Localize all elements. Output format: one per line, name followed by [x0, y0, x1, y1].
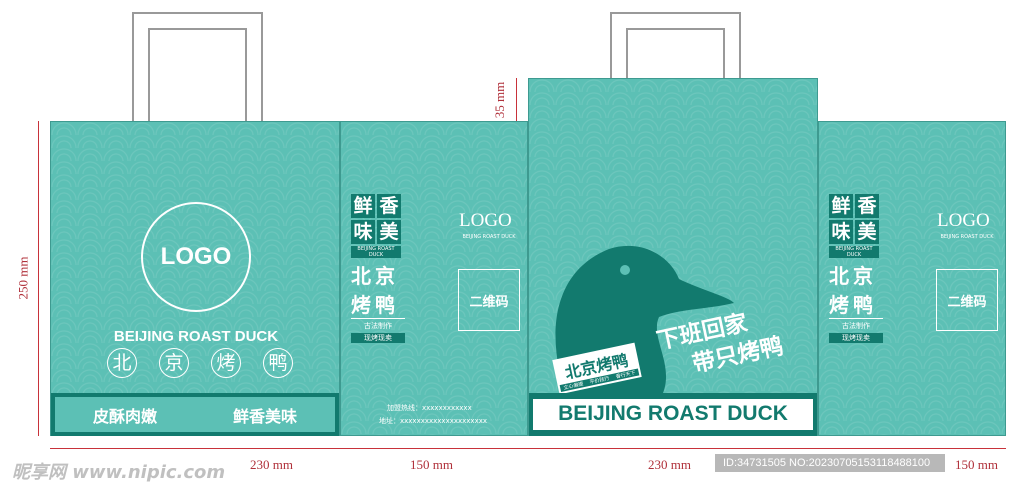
width-label-3: 230 mm	[648, 457, 691, 472]
brand-cn: 北 京 烤 鸭	[107, 348, 293, 378]
width-label-2: 150 mm	[410, 457, 453, 472]
address: 地址：xxxxxxxxxxxxxxxxxxxxx	[379, 417, 487, 425]
width-label-4: 150 mm	[955, 457, 998, 472]
brand-cn-char: 鸭	[263, 348, 293, 378]
banner-left: 皮酥肉嫩	[92, 406, 157, 426]
hotline: 加盟热线：xxxxxxxxxxxx	[387, 404, 472, 412]
brand-cn-char: 北	[107, 348, 137, 378]
logo-circle: LOGO	[141, 202, 251, 312]
side-logo: LOGO	[937, 210, 990, 231]
brand-en: BEIJING ROAST DUCK	[113, 328, 279, 345]
logo-text: LOGO	[160, 243, 232, 270]
side-title-2: 烤鸭	[829, 289, 883, 319]
badge: 鲜香味美	[351, 194, 405, 244]
width-label-1: 230 mm	[250, 457, 293, 472]
side-title-2: 烤鸭	[351, 289, 405, 319]
watermark-id: ID:34731505 NO:20230705153118488100	[715, 454, 945, 472]
badge: 鲜香味美	[829, 194, 883, 244]
side-title-1: 北京	[351, 264, 399, 288]
width-dim-line	[50, 448, 1006, 449]
height-label: 250 mm	[15, 256, 31, 300]
side-logo: LOGO	[459, 210, 512, 231]
side-logo-en: BEIJING ROAST DUCK	[462, 234, 516, 240]
side-panel-right: 鲜香味美 BEIJING ROAST DUCK 北京 烤鸭 古法制作 现烤现卖 …	[818, 121, 1006, 436]
qr-placeholder: 二维码	[936, 269, 998, 331]
side-tag-2: 现烤现卖	[351, 333, 405, 343]
bag-handle	[132, 12, 263, 122]
brand-cn-char: 烤	[211, 348, 241, 378]
side-tag-2: 现烤现卖	[829, 333, 883, 343]
front-banner: 皮酥肉嫩 鲜香美味	[51, 393, 339, 436]
banner-right: 鲜香美味	[232, 406, 297, 426]
side-tag-1: 古法制作	[364, 322, 392, 330]
side-logo-en: BEIJING ROAST DUCK	[940, 234, 994, 240]
badge-en: BEIJING ROAST DUCK	[351, 246, 401, 258]
front-panel: LOGO BEIJING ROAST DUCK 北 京 烤 鸭 皮酥肉嫩 鲜香美…	[50, 121, 340, 436]
watermark-site: 昵享网 www.nipic.com	[12, 462, 226, 483]
flap-dim-line	[516, 78, 517, 121]
badge-en: BEIJING ROAST DUCK	[829, 246, 879, 258]
flap-label: 35 mm	[492, 81, 508, 119]
height-dim-line	[38, 121, 39, 436]
side-panel: 鲜香味美 BEIJING ROAST DUCK 北京 烤鸭 古法制作 现烤现卖 …	[340, 121, 528, 436]
back-panel: 下班回家 带只烤鸭 北京烤鸭 立心偏德平价践行香行天下 BEIJING ROAS…	[528, 78, 818, 436]
side-title-1: 北京	[829, 264, 877, 288]
brand-cn-char: 京	[159, 348, 189, 378]
qr-placeholder: 二维码	[458, 269, 520, 331]
side-tag-1: 古法制作	[842, 322, 870, 330]
back-banner: BEIJING ROAST DUCK	[529, 393, 817, 436]
